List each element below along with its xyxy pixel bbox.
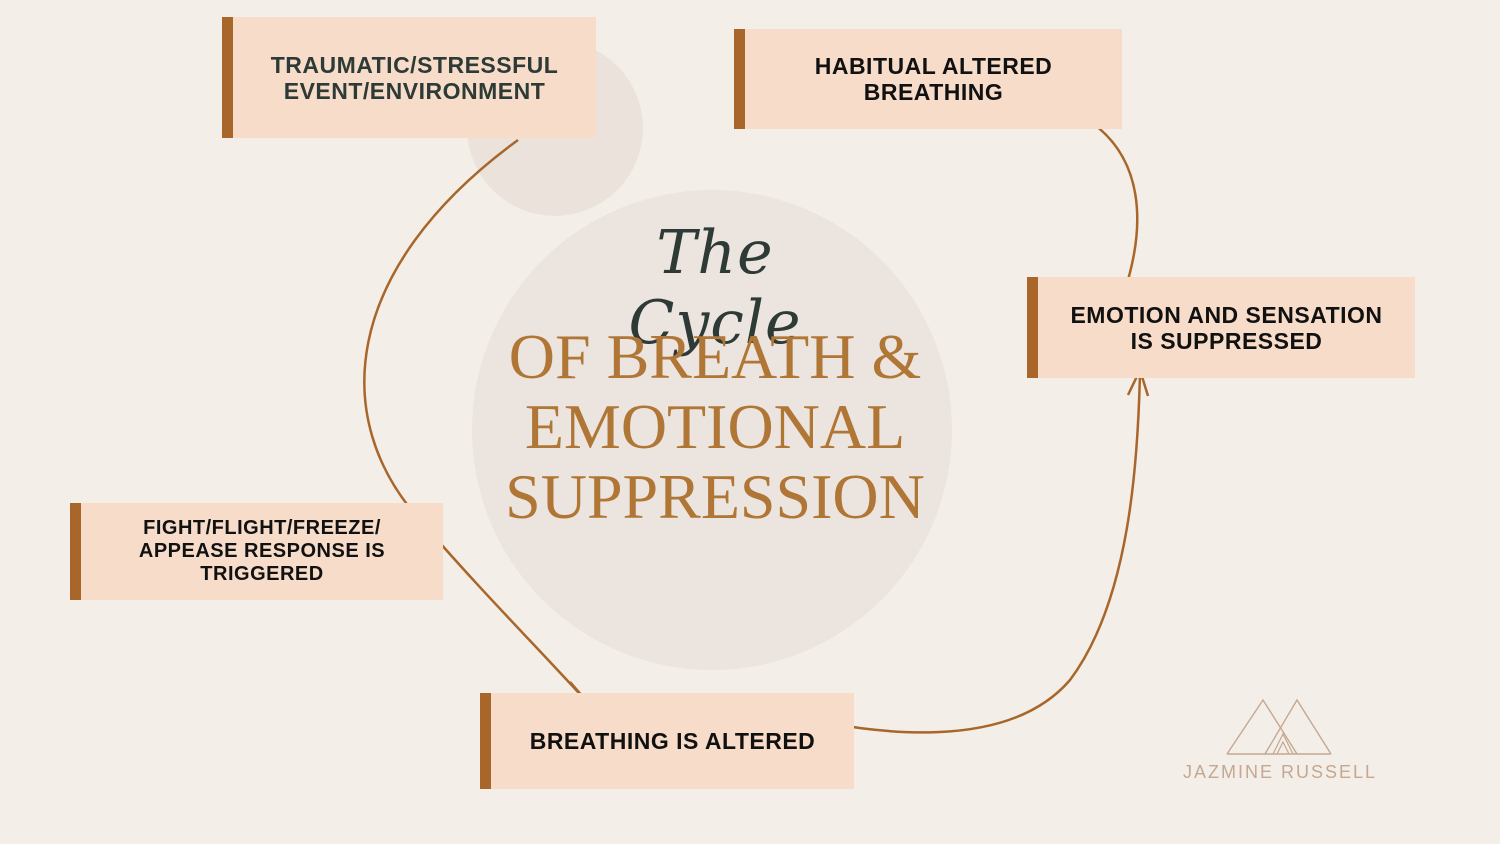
arrow-traumatic-to-breathing: [363, 138, 589, 704]
script-title: The Cycle: [628, 218, 802, 358]
node-fight-flight-response: FIGHT/FLIGHT/FREEZE/ APPEASE RESPONSE IS…: [70, 503, 443, 600]
brand-logo: JAZMINE RUSSELL: [1170, 696, 1390, 796]
node-traumatic-event: TRAUMATIC/STRESSFUL EVENT/ENVIRONMENT: [222, 17, 596, 138]
title-line-2: EMOTIONAL: [524, 391, 906, 462]
node-habitual-label: HABITUAL ALTERED BREATHING: [814, 53, 1053, 105]
node-habitual-breathing: HABITUAL ALTERED BREATHING: [734, 29, 1122, 129]
title-line-1: OF BREATH &: [508, 321, 922, 392]
large-decorative-circle: [472, 190, 952, 670]
node-emotion-suppressed: EMOTION AND SENSATION IS SUPPRESSED: [1027, 277, 1415, 378]
title-line-3: SUPPRESSION: [505, 461, 925, 532]
node-traumatic-label: TRAUMATIC/STRESSFUL EVENT/ENVIRONMENT: [270, 51, 559, 104]
main-title: OF BREATH & EMOTIONAL SUPPRESSION: [470, 322, 960, 532]
node-breathing-altered: BREATHING IS ALTERED: [480, 693, 854, 789]
node-emotion-label: EMOTION AND SENSATION IS SUPPRESSED: [1070, 301, 1383, 354]
node-breathing-label: BREATHING IS ALTERED: [529, 728, 816, 754]
node-fight-label: FIGHT/FLIGHT/FREEZE/ APPEASE RESPONSE IS…: [138, 517, 386, 585]
logo-text: JAZMINE RUSSELL: [1182, 762, 1378, 782]
mountain-logo-icon: [1226, 698, 1332, 755]
arrow-emotion-to-habitual: [1033, 101, 1139, 294]
arrow-breathing-to-emotion: [756, 371, 1142, 734]
